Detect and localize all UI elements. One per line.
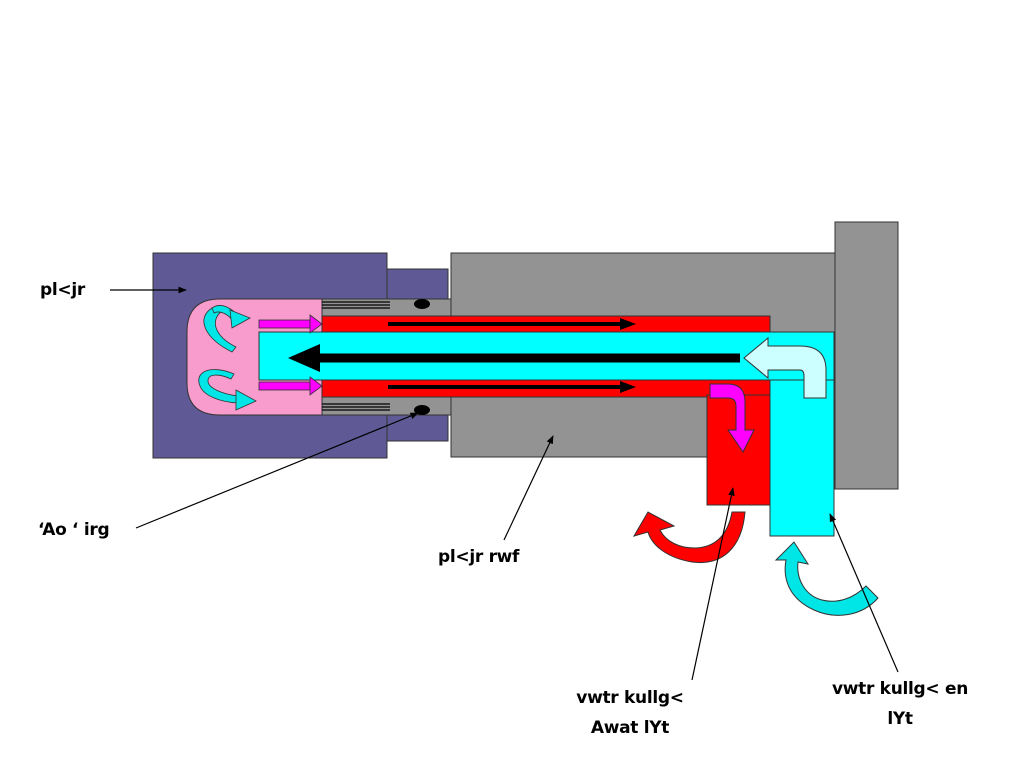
straight-flow-arrow-center [288, 344, 740, 372]
curved-flow-arrow-lower [198, 369, 257, 411]
label-seal-ring: ‘Ao ‘ irg [38, 520, 110, 540]
seal-lines [322, 301, 390, 411]
pointer-arrow-plunger-rod [503, 435, 554, 541]
label-water-cooling-in: vwtr kullg< en lYt [830, 674, 970, 734]
curved-flow-arrow-upper [203, 305, 251, 353]
ring-seal-dot-bottom [414, 405, 430, 415]
label-water-cooling-in-line1: vwtr kullg< en [831, 679, 969, 699]
end-plate [834, 221, 899, 490]
straight-flow-arrow-top [388, 318, 636, 330]
label-water-cooling-out-line2: Awat lYt [590, 718, 670, 738]
pointer-arrow-water-in [829, 513, 899, 673]
label-plunger-rod: pl<jr rwf [438, 547, 520, 567]
magenta-arrow-bottom [258, 376, 323, 396]
sleeve-bottom [321, 396, 452, 416]
ring-seal-dot-top [414, 299, 430, 309]
curved-flow-arrow-outlet-turn [709, 383, 755, 453]
magenta-arrow-top [258, 314, 323, 334]
pointer-arrow-seal-ring [135, 412, 419, 529]
label-water-cooling-out: vwtr kullg< Awat lYt [565, 683, 695, 743]
cold-inlet-block [769, 379, 835, 537]
label-water-cooling-out-line1: vwtr kullg< [576, 688, 684, 708]
label-water-cooling-in-line2: lYt [887, 709, 913, 729]
curved-flow-arrow-cold-entry [774, 541, 879, 616]
label-plunger: pl<jr [40, 280, 85, 300]
pointer-arrow-water-out [691, 487, 735, 681]
curved-flow-arrow-inlet-turn [743, 336, 827, 399]
straight-flow-arrow-bottom [388, 381, 636, 393]
curved-flow-arrow-hot-exit [632, 511, 746, 564]
